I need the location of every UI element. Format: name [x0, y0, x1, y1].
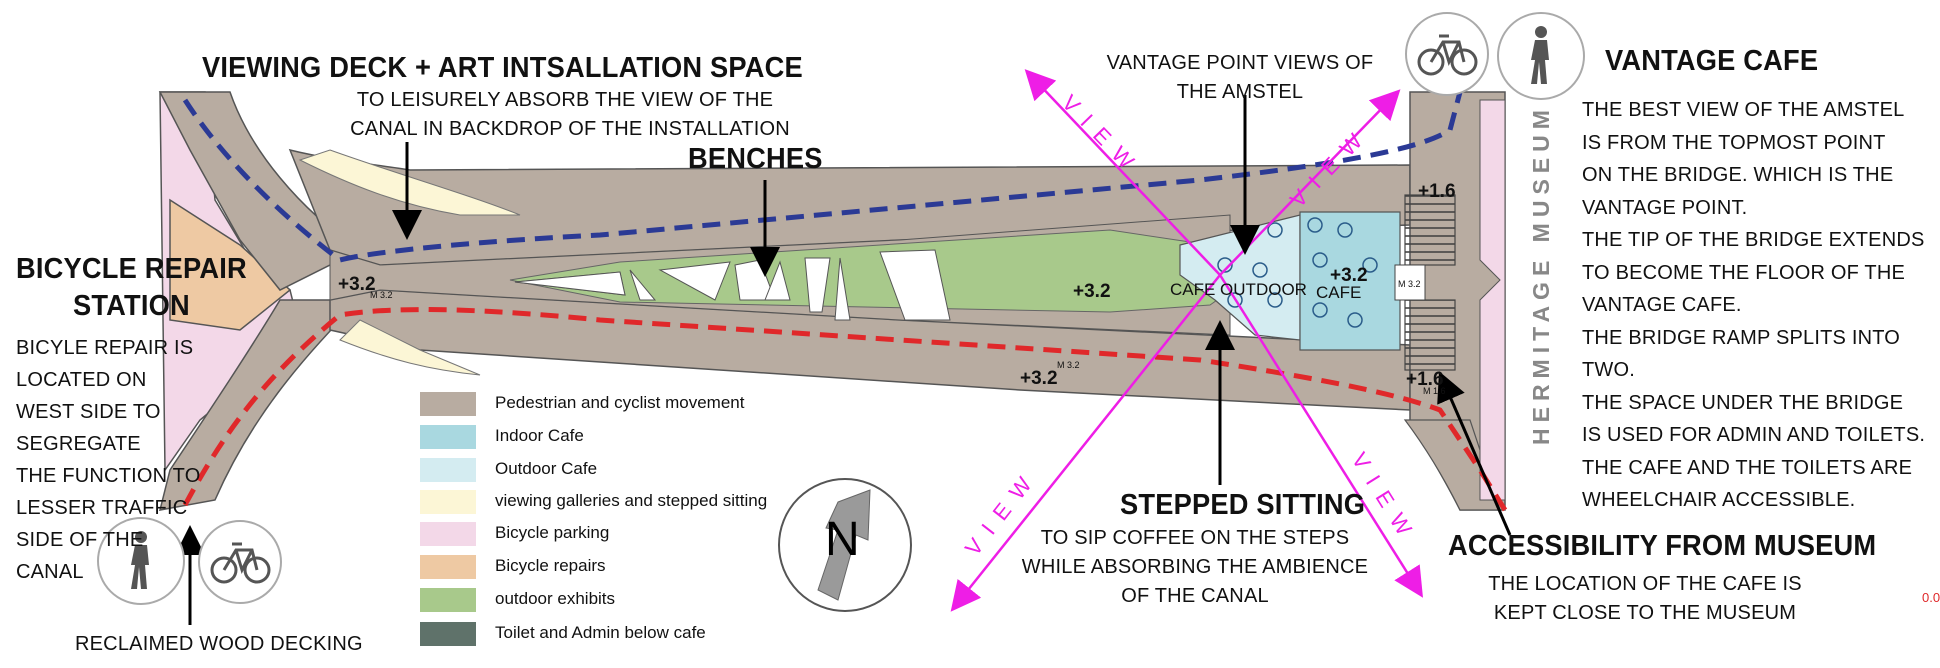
bicycle-repair-desc-line-1: LOCATED ON — [16, 369, 147, 391]
stepped-sitting-desc-line-2: OF THE CANAL — [1121, 585, 1269, 607]
vantage-cafe-desc-line-12: WHEELCHAIR ACCESSIBLE. — [1582, 489, 1856, 511]
accessibility-heading: ACCESSIBILITY FROM MUSEUM — [1448, 530, 1877, 562]
vantage-cafe-desc-line-0: THE BEST VIEW OF THE AMSTEL — [1582, 99, 1905, 121]
legend-label: Toilet and Admin below cafe — [495, 623, 706, 642]
reclaimed-wood-label: RECLAIMED WOOD DECKING — [75, 633, 363, 655]
stairs-lower — [1404, 299, 1456, 371]
bicycle-repair-desc-line-2: WEST SIDE TO — [16, 401, 161, 423]
pedestrian-icon-bottom — [97, 517, 185, 605]
vantage-cafe-desc-line-1: IS FROM THE TOPMOST POINT — [1582, 131, 1886, 154]
legend-label: Indoor Cafe — [495, 426, 584, 445]
viewing-deck-desc-1: TO LEISURELY ABSORB THE VIEW OF THE — [356, 89, 774, 111]
north-arrow-icon: N — [778, 478, 912, 612]
cafe-label: CAFE — [1316, 283, 1362, 302]
vantage-cafe-desc-line-2: ON THE BRIDGE. WHICH IS THE — [1582, 164, 1894, 186]
vantage-cafe-desc-line-3: VANTAGE POINT. — [1582, 196, 1748, 219]
legend-swatch — [420, 458, 476, 482]
legend-label: Bicycle parking — [495, 523, 610, 542]
level-indoor-cafe: +3.2 — [1330, 265, 1368, 286]
bicycle-repair-desc-line-5: LESSER TRAFFIC — [16, 497, 188, 519]
viewing-deck-desc-2: CANAL IN BACKDROP OF THE INSTALLATION — [350, 118, 790, 140]
vantage-cafe-heading: VANTAGE CAFE — [1605, 45, 1819, 77]
stair-landing — [1394, 264, 1426, 301]
vantage-cafe-desc-line-11: THE CAFE AND THE TOILETS ARE — [1582, 456, 1913, 479]
legend-swatch — [420, 522, 476, 546]
bicycle-repair-desc-line-4: THE FUNCTION TO — [16, 465, 201, 487]
right-bike-parking — [1479, 99, 1506, 501]
vantage-cafe-desc-line-8: TWO. — [1582, 359, 1636, 381]
stairs-upper — [1404, 194, 1456, 266]
level-bottom-right: +1.6 — [1406, 369, 1444, 390]
accessibility-desc-2: KEPT CLOSE TO THE MUSEUM — [1493, 602, 1797, 624]
legend-swatch — [420, 555, 476, 579]
viewing-deck-heading: VIEWING DECK + ART INTSALLATION SPACE — [202, 52, 803, 84]
bicycle-repair-desc-line-3: SEGREGATE — [16, 433, 141, 455]
north-label: N — [825, 513, 860, 566]
bicycle-repair-desc-line-6: SIDE OF THE — [16, 529, 144, 551]
bicycle-icon — [1405, 12, 1489, 96]
level-left-node: +3.2 — [338, 274, 376, 295]
viewing-gallery-top — [298, 149, 521, 216]
bicycle-repair-desc-line-7: CANAL — [16, 561, 84, 583]
legend-label: outdoor exhibits — [495, 589, 616, 608]
legend-swatch — [420, 588, 476, 612]
level-center-green: +3.2 — [1073, 281, 1111, 302]
legend-label: Outdoor Cafe — [495, 459, 598, 478]
bicycle-repair-heading-2: STATION — [73, 290, 190, 322]
vantage-cafe-desc-line-5: TO BECOME THE FLOOR OF THE — [1582, 261, 1906, 284]
level-stair-small: M 3.2 — [1398, 279, 1421, 289]
bicycle-icon-bottom — [198, 520, 282, 604]
legend-swatch — [420, 622, 476, 646]
vantage-views-2: THE AMSTEL — [1176, 81, 1304, 103]
vantage-cafe-desc-line-9: THE SPACE UNDER THE BRIDGE — [1582, 391, 1904, 414]
red-route — [182, 307, 1508, 512]
level-bottom-ramp-small: M 3.2 — [1057, 360, 1080, 370]
level-top-right: +1.6 — [1418, 181, 1456, 202]
stepped-sitting-heading: STEPPED SITTING — [1120, 489, 1366, 521]
pedestrian-icon — [1497, 12, 1585, 100]
outdoor-cafe-area — [1179, 214, 1301, 341]
stepped-sitting-desc-line-0: TO SIP COFFEE ON THE STEPS — [1040, 527, 1350, 549]
bicycle-repair-desc-line-0: BICYLE REPAIR IS — [16, 337, 194, 359]
cafe-tables — [1217, 217, 1378, 328]
benches-heading: BENCHES — [688, 143, 823, 175]
legend-label: Pedestrian and cyclist movement — [495, 393, 745, 412]
bicycle-repair-heading-1: BICYCLE REPAIR — [16, 253, 247, 285]
hermitage-museum-label: HERMITAGE MUSEUM — [1528, 104, 1554, 445]
vantage-views-1: VANTAGE POINT VIEWS OF — [1106, 52, 1374, 74]
cafe-outdoor-label: CAFE OUTDOOR — [1170, 280, 1307, 299]
annotation-arrows — [175, 95, 1512, 625]
vantage-cafe-desc-line-4: THE TIP OF THE BRIDGE EXTENDS — [1582, 229, 1925, 251]
legend-label: viewing galleries and stepped sitting — [495, 491, 768, 510]
accessibility-desc-1: THE LOCATION OF THE CAFE IS — [1488, 573, 1802, 595]
level-left-node-small: M 3.2 — [370, 290, 393, 300]
legend-swatch — [420, 490, 476, 514]
corner-mark: 0.0 — [1922, 590, 1940, 605]
vantage-cafe-desc-line-6: VANTAGE CAFE. — [1582, 294, 1742, 316]
vantage-cafe-desc-line-10: IS USED FOR ADMIN AND TOILETS. — [1582, 424, 1926, 446]
blue-route — [182, 91, 1463, 263]
bicycle-repair-area — [169, 198, 292, 331]
stepped-sitting-desc-line-1: WHILE ABSORBING THE AMBIENCE — [1021, 556, 1369, 578]
legend-swatch — [420, 425, 476, 449]
vantage-cafe-desc-line-7: THE BRIDGE RAMP SPLITS INTO — [1582, 326, 1901, 349]
viewing-gallery-bottom — [339, 319, 481, 376]
level-bottom-ramp: +3.2 — [1020, 368, 1058, 389]
legend-swatch — [420, 392, 476, 416]
art-installations — [514, 249, 951, 321]
legend-label: Bicycle repairs — [495, 556, 606, 575]
level-bottom-right-small: M 1.6 — [1423, 386, 1446, 396]
